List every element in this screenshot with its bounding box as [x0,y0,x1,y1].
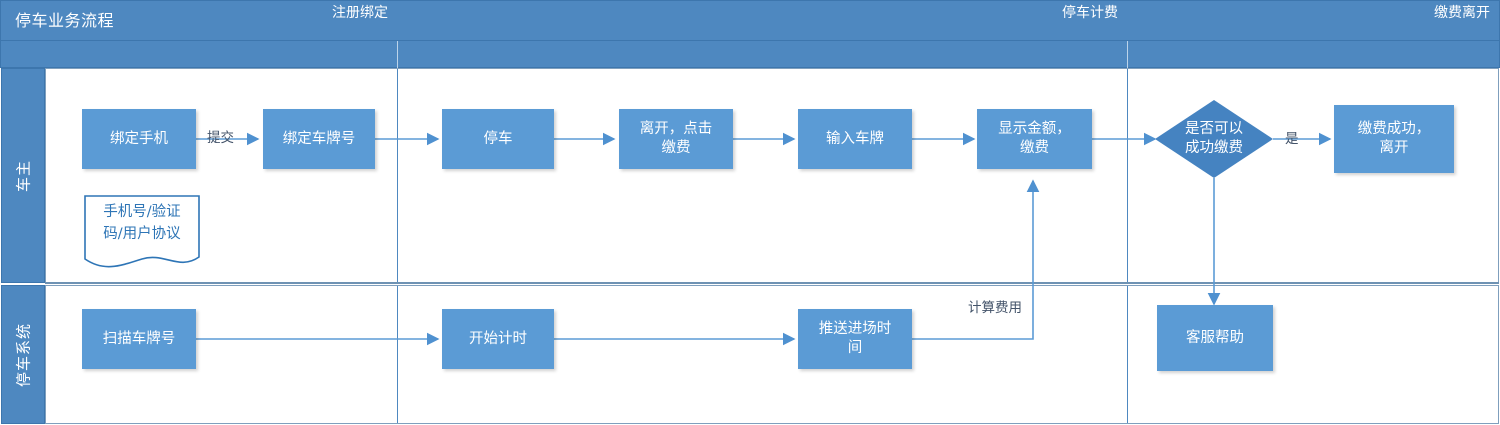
phase-separator-2 [1127,41,1128,68]
node-input-plate[interactable]: 输入车牌 [798,109,912,169]
lane-header-system: 停车系统 [1,285,45,424]
node-leave-and-pay[interactable]: 离开，点击 缴费 [619,109,733,169]
node-scan-plate[interactable]: 扫描车牌号 [82,309,196,369]
edge-label-calculate-fee: 计算费用 [968,300,1022,316]
lane-body-owner [45,68,1499,283]
node-payment-success-decision[interactable]: 是否可以 成功缴费 [1155,100,1273,178]
lane-header-owner: 车主 [1,68,45,283]
phase-separator-1-lane2 [397,286,398,423]
diagram-title-band: 停车业务流程 [0,0,1500,41]
lane-header-system-label: 停车系统 [14,322,33,387]
node-show-amount[interactable]: 显示金额， 缴费 [977,109,1092,169]
node-registration-document[interactable]: 手机号/验证 码/用户协议 [84,195,200,271]
phase-header-registration: 注册绑定 [332,5,388,21]
lane-divider [45,282,1499,284]
edge-label-submit: 提交 [207,130,234,146]
phase-header-payment: 缴费离开 [1434,5,1490,21]
node-customer-service-help[interactable]: 客服帮助 [1157,305,1273,371]
phase-header-band [0,41,1500,68]
edge-label-yes: 是 [1285,131,1299,147]
phase-separator-2-lane1 [1127,69,1128,282]
phase-separator-2-lane2 [1127,286,1128,423]
node-park[interactable]: 停车 [442,109,554,169]
phase-header-billing: 停车计费 [1062,5,1118,21]
lane-body-system [45,285,1499,424]
node-push-entry-time[interactable]: 推送进场时 间 [798,309,912,369]
phase-separator-1-lane1 [397,69,398,282]
node-start-timer[interactable]: 开始计时 [442,309,554,369]
lane-header-owner-label: 车主 [14,159,33,192]
node-bind-phone[interactable]: 绑定手机 [82,109,196,169]
node-pay-success-leave[interactable]: 缴费成功， 离开 [1334,105,1454,173]
phase-separator-1 [397,41,398,68]
page-title: 停车业务流程 [15,11,115,30]
node-bind-plate[interactable]: 绑定车牌号 [263,109,375,169]
